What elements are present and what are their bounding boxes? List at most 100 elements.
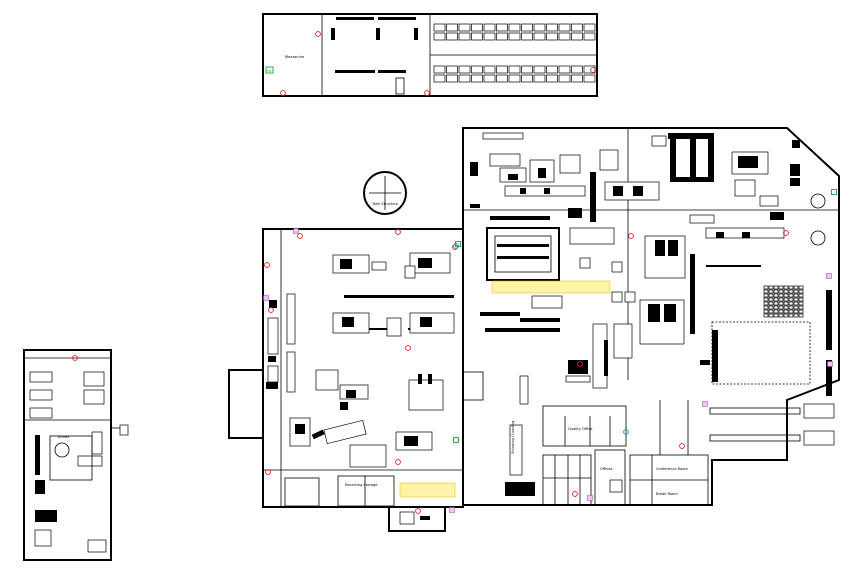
rack-bay	[768, 305, 774, 310]
rack-bay	[783, 313, 789, 318]
rack-bay	[793, 301, 799, 306]
entry-vestibule	[388, 506, 446, 532]
marker-green	[455, 241, 461, 247]
rack-bay	[798, 297, 804, 302]
rack-bay	[768, 313, 774, 318]
storage-rack-grid-right	[763, 285, 804, 318]
warehouse-rack-grid-top	[433, 23, 596, 41]
rack-bay	[763, 297, 769, 302]
rack-bay	[483, 65, 496, 74]
top-warehouse-building: Mezzanine FA	[262, 13, 598, 97]
main-right-hall: Quality Office Offices Conference Room B…	[462, 127, 840, 506]
rack-bay	[768, 297, 774, 302]
rack-bay	[783, 293, 789, 298]
rack-bay	[496, 23, 508, 32]
rack-bay	[763, 301, 769, 306]
rack-bay	[521, 23, 533, 32]
rack-bay	[768, 293, 774, 298]
marker-red	[405, 345, 411, 351]
office-c-label: Conference Room	[656, 467, 688, 471]
rack-bay	[763, 309, 769, 314]
exterior-loading-annex	[228, 369, 264, 439]
rack-bay	[783, 297, 789, 302]
rack-bay	[768, 289, 774, 294]
rack-bay	[793, 305, 799, 310]
rack-bay	[533, 23, 546, 32]
rack-bay	[798, 313, 804, 318]
rack-bay	[768, 309, 774, 314]
marker-red	[679, 443, 685, 449]
symbol-markers	[72, 31, 837, 514]
marker-red	[395, 229, 401, 235]
mezzanine-label: Mezzanine	[285, 55, 305, 59]
rack-bay	[798, 309, 804, 314]
rack-bay	[446, 23, 458, 32]
rack-bay	[458, 23, 471, 32]
rack-bay	[798, 289, 804, 294]
rack-bay	[778, 305, 784, 310]
rack-bay	[773, 313, 779, 318]
rack-bay	[446, 65, 458, 74]
rack-bay	[773, 309, 779, 314]
rack-bay	[533, 65, 546, 74]
rack-bay	[483, 23, 496, 32]
rack-bay	[773, 285, 779, 290]
rack-bay	[521, 32, 533, 41]
marker-red	[452, 244, 458, 250]
rack-bay	[783, 309, 789, 314]
rack-bay	[571, 65, 583, 74]
rack-bay	[783, 289, 789, 294]
rack-bay	[783, 301, 789, 306]
rack-bay	[483, 32, 496, 41]
marker-red	[590, 67, 596, 73]
marker-red	[415, 508, 421, 514]
side-annex-building: Annex	[23, 349, 129, 561]
marker-red	[265, 469, 271, 475]
annex-label: Annex	[58, 435, 70, 439]
rack-bay	[793, 293, 799, 298]
rack-bay	[546, 32, 558, 41]
rack-bay	[558, 74, 571, 83]
marker-pink	[826, 273, 832, 279]
rack-bay	[798, 293, 804, 298]
marker-green	[453, 437, 459, 443]
round-tank-structure: Tank Structure	[363, 171, 407, 215]
marker-green	[831, 189, 837, 195]
yellow-marked-zone-center	[491, 280, 611, 294]
rack-bay	[788, 289, 794, 294]
rack-bay	[558, 23, 571, 32]
rack-bay	[773, 297, 779, 302]
rack-bay	[788, 309, 794, 314]
rack-bay	[471, 23, 483, 32]
rack-bay	[583, 32, 596, 41]
rack-bay	[788, 297, 794, 302]
rack-bay	[773, 301, 779, 306]
rack-bay	[778, 301, 784, 306]
rack-bay	[798, 305, 804, 310]
rack-bay	[778, 309, 784, 314]
rack-bay	[546, 23, 558, 32]
rack-bay	[558, 65, 571, 74]
rack-bay	[496, 74, 508, 83]
fire-alarm-tag: FA	[267, 69, 272, 73]
marker-red	[572, 491, 578, 497]
rack-bay	[533, 74, 546, 83]
rack-bay	[778, 297, 784, 302]
storage-room-label: Receiving Storage	[345, 483, 378, 487]
exterior-dock-pipes	[659, 400, 835, 455]
marker-red	[297, 233, 303, 239]
rack-bay	[763, 313, 769, 318]
rack-bay	[571, 23, 583, 32]
marker-pink	[293, 228, 299, 234]
rack-bay	[433, 74, 446, 83]
rack-bay	[793, 309, 799, 314]
rack-bay	[773, 305, 779, 310]
rack-bay	[793, 313, 799, 318]
rack-bay	[471, 32, 483, 41]
rack-bay	[508, 65, 521, 74]
rack-bay	[793, 297, 799, 302]
rack-bay	[508, 23, 521, 32]
rack-bay	[793, 285, 799, 290]
rack-bay	[773, 289, 779, 294]
